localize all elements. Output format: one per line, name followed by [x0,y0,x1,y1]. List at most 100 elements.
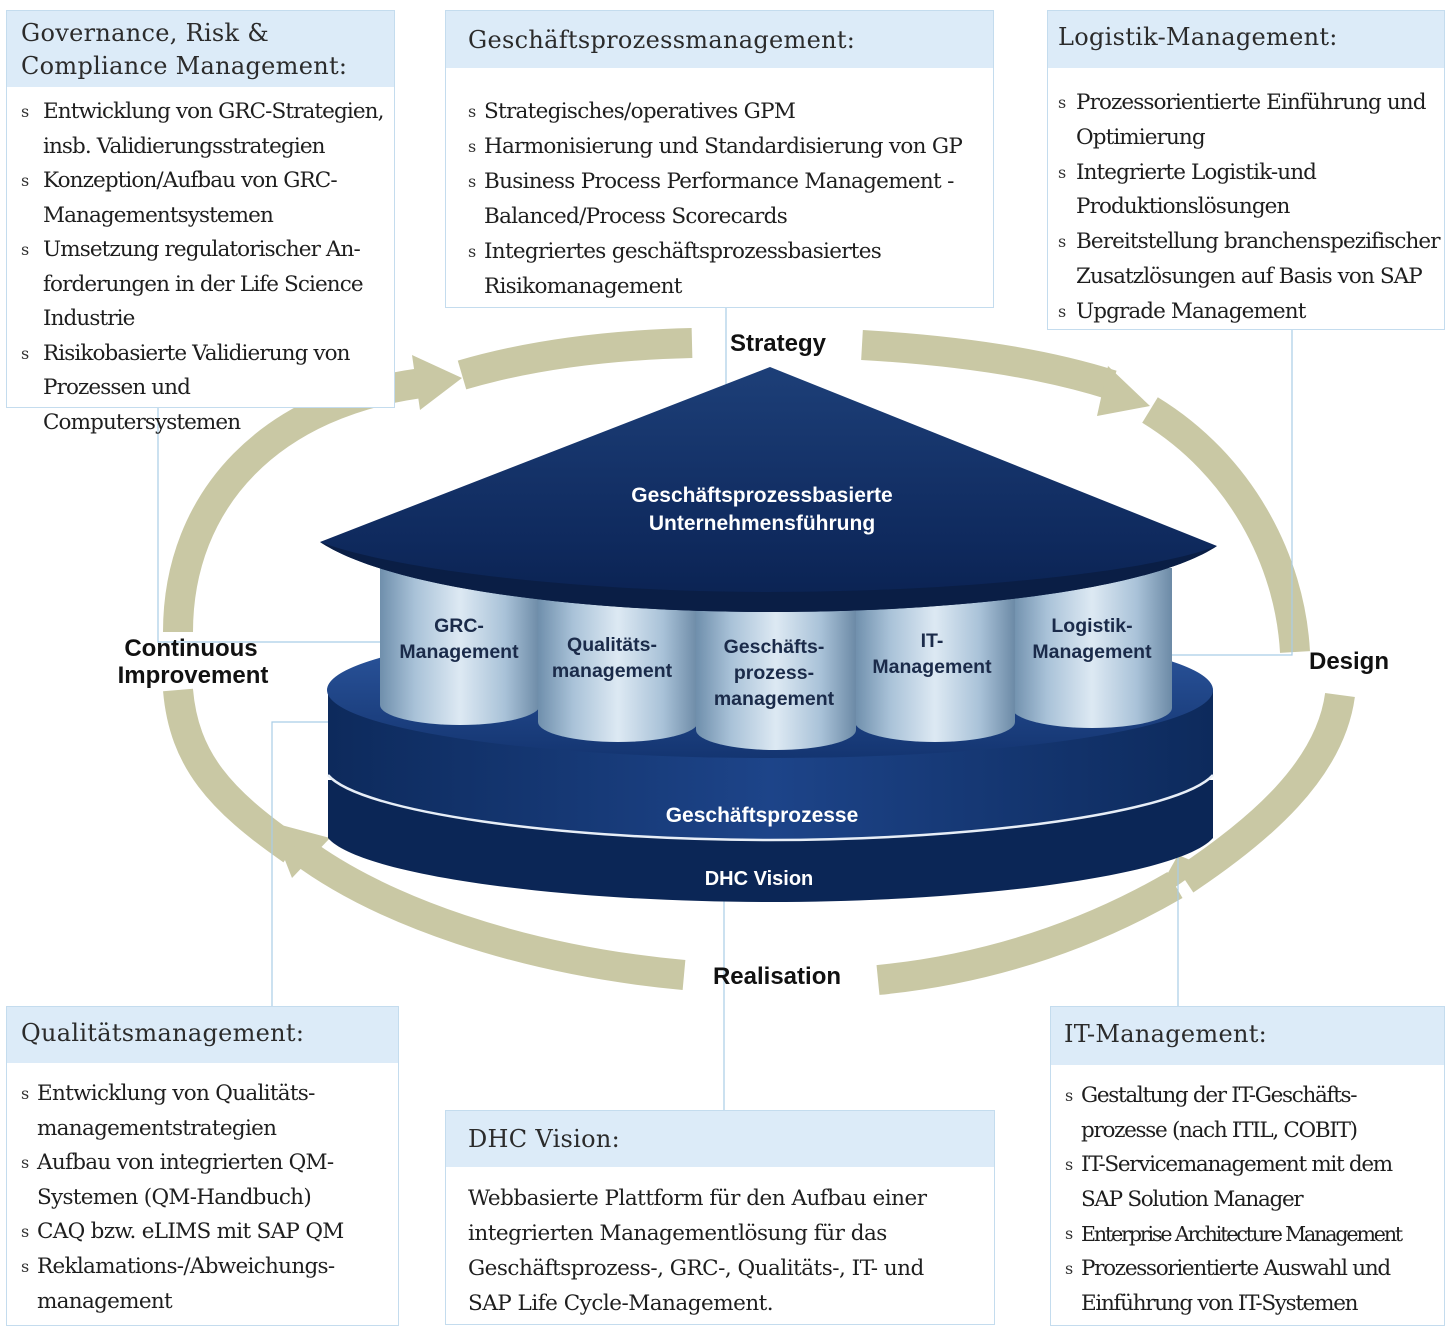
pillar-logistics [1012,568,1172,728]
bullet-icon: s [1065,1258,1073,1278]
foundation-label: DHC Vision [705,868,814,890]
cycle-arc-bottom [876,872,1183,995]
bullet-icon: s [21,1084,29,1103]
bullet-icon: s [1065,1086,1073,1105]
bullet-icon: s [468,172,476,191]
pillar-log-label-1: Logistik- [1051,615,1132,637]
pillar-quality-label-2: management [552,660,673,682]
bullet-icon: s [468,242,476,261]
cycle-arc-left-bottom [163,688,301,863]
label-improvement: Improvement [118,662,269,689]
roof-title-line2: Unternehmensführung [649,512,875,535]
bullet-icon: s [21,171,29,190]
connector-grc [157,408,388,643]
dhc-box-title: DHC Vision: [446,1111,994,1167]
label-continuous: Continuous [124,635,257,662]
bullet-icon: s [1058,162,1066,182]
bullet-icon: s [468,102,476,121]
bullet-icon: s [1065,1155,1073,1175]
platform-white-rim [327,774,1214,842]
cycle-arrowhead-top-right [1097,366,1150,416]
pillars [380,568,1172,750]
grc-title-line2: Compliance Management: [21,52,348,80]
cycle-arc-right-bottom [1176,692,1355,893]
bullet-icon: s [21,1222,29,1242]
bullet-icon: s [468,137,476,156]
cycle-labels: Strategy Design Realisation Continuous I… [118,330,1389,990]
grc-title-line1: Governance, Risk & [21,19,269,47]
bullet-icon: s [21,1153,29,1173]
pillar-quality-label-1: Qualitäts- [567,634,657,656]
bullet-icon: s [21,102,29,121]
label-realisation: Realisation [713,963,841,990]
quality-box-title: Qualitätsmanagement: [7,1007,398,1063]
label-design: Design [1309,648,1389,675]
pillar-gpm-label-1: Geschäfts- [724,636,825,658]
pillar-gpm-label-3: management [714,688,835,710]
base-label: Geschäftsprozesse [666,804,859,827]
pillar-log-label-2: Management [1032,641,1152,663]
bullet-icon: s [21,1256,29,1276]
connector-log [1170,330,1293,656]
bullet-icon: s [21,240,29,259]
bullet-icon: s [1065,1224,1073,1244]
dhc-description: Webbasierte Plattform für den Aufbau ein… [468,1186,927,1316]
roof-cone [320,367,1217,612]
pillar-gpm-label-2: prozess- [734,662,814,684]
dhc-vision-info-box: DHC Vision: Webbasierte Plattform für de… [445,1110,995,1325]
grc-box-title: Governance, Risk & Compliance Management… [7,11,394,87]
cycle-arc-top [457,328,693,390]
pillar-it-label-1: IT- [921,630,944,652]
cycle-arc-top-right [861,330,1117,400]
cycle-arc-right-top [1142,397,1310,653]
pillar-grc-label-1: GRC- [434,615,484,637]
grc-info-box: Governance, Risk & Compliance Management… [6,10,395,435]
label-strategy: Strategy [730,330,827,357]
bullet-icon: s [1058,232,1066,252]
cycle-arc-bottom-left [291,837,686,990]
roof-rim [320,542,1217,612]
roof-title-line1: Geschäftsprozessbasierte [631,484,892,507]
bullet-icon: s [21,343,29,363]
it-box-title: IT-Management: [1051,1007,1444,1065]
pillar-grc-label-2: Management [399,641,519,663]
pillar-it-label-2: Management [872,656,992,678]
bullet-icon: s [1058,301,1066,321]
logistics-box-title: Logistik-Management: [1048,11,1444,68]
improvement-cycle [163,328,1355,995]
bullet-icon: s [1058,93,1066,112]
gpm-box-title: Geschäftsprozessmanagement: [446,11,993,68]
house-roof [320,367,1217,612]
house-labels: Geschäftsprozessbasierte Unternehmensfüh… [399,484,1152,890]
